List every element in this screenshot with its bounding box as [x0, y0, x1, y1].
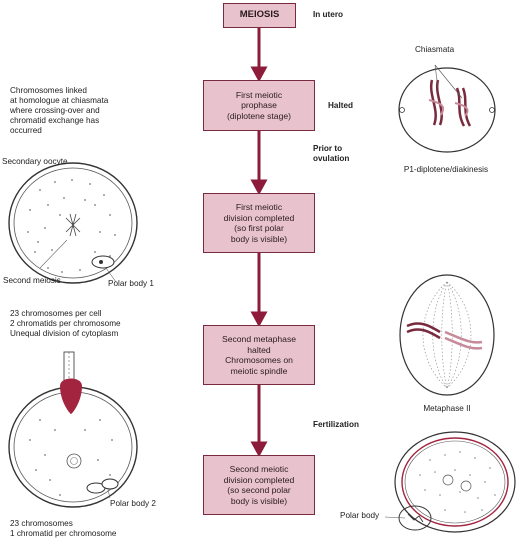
polar-body-2-label: Polar body 2: [110, 499, 156, 508]
second-metaphase-box: Second metaphase halted Chromosomes on m…: [203, 325, 315, 385]
metaphase-cell: [399, 274, 495, 396]
stage-in-utero: In utero: [313, 10, 344, 19]
secondary-oocyte-cell: [8, 162, 138, 284]
fertilized-egg: [384, 431, 516, 533]
meiosis-box: MEIOSIS: [223, 3, 296, 28]
stage-halted: Halted: [328, 101, 354, 110]
p1-diplotene-label: P1-diplotene/diakinesis: [403, 165, 489, 174]
final-chromosome-note: 23 chromosomes 1 chromatid per chromosom…: [10, 519, 117, 538]
chiasmata-note: Chromosomes linked at homologue at chias…: [10, 86, 109, 135]
second-meiotic-division-box: Second meiotic division completed (so se…: [203, 455, 315, 515]
chiasmata-label: Chiasmata: [415, 45, 455, 54]
stage-prior-to-ovulation: Prior to ovulation: [313, 144, 350, 163]
polar-body-label: Polar body: [340, 511, 380, 520]
metaphase-ii-label: Metaphase II: [423, 404, 471, 413]
flow-arrows: [250, 28, 268, 458]
first-meiotic-division-box: First meiotic division completed (so fir…: [203, 193, 315, 253]
fertilized-cell: [8, 351, 138, 508]
first-meiotic-prophase-box: First meiotic prophase (diplotene stage): [203, 80, 315, 131]
diplotene-cell: [398, 64, 496, 153]
stage-fertilization: Fertilization: [313, 420, 359, 429]
secondary-oocyte-label: Secondary oocyte: [2, 157, 68, 166]
polar-body-1-label: Polar body 1: [108, 279, 154, 288]
chromosome-note: 23 chromosomes per cell 2 chromatids per…: [10, 309, 121, 338]
second-meiosis-label: Second meiosis: [3, 276, 61, 285]
